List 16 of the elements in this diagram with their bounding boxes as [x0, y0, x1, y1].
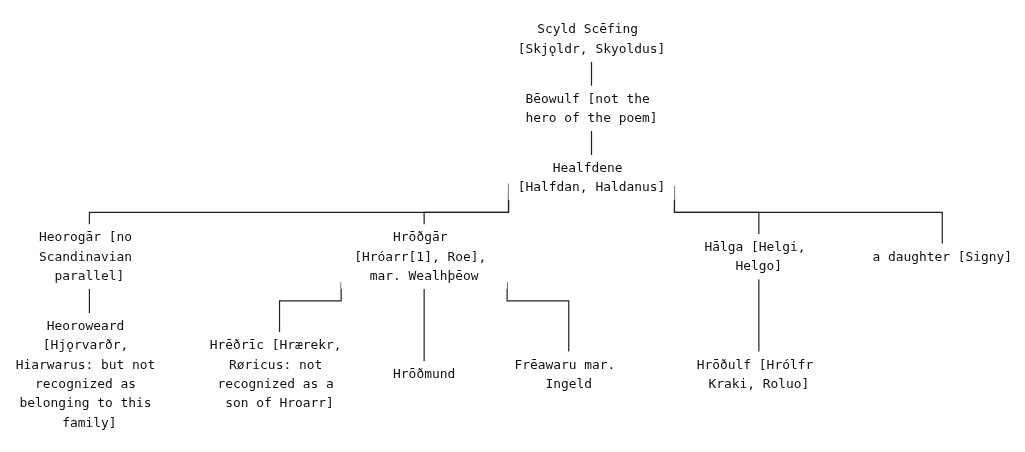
connector [423, 288, 425, 362]
node-text: Hrōðgār [Hróarr[1], Roe], mar. Wealhþēow [354, 229, 487, 284]
node-text: Hrōðmund [393, 366, 456, 382]
connector [758, 278, 760, 353]
node-text: a daughter [Signy] [872, 248, 1013, 264]
node-text: Frēawaru mar. Ingeld [514, 356, 616, 392]
node-text: Hrēðrīc [Hrærekr, Røricus: not recognized as a son of Hroarr] [209, 337, 342, 411]
connector [590, 61, 593, 87]
node-text: Heorogār [no Scandinavian parallel] [38, 229, 133, 284]
connector [590, 130, 593, 156]
node-text: Scyld Scēfing [Skjǫldr, Skyoldus] [517, 21, 666, 57]
connector [88, 288, 90, 314]
node-text: Heoroweard [Hjǫrvarðr, Hiarwarus: but not recognized as belonging to this family] [15, 317, 156, 430]
node-text: Bēowulf [not the hero of the poem] [525, 90, 658, 126]
node-text: Hrōðulf [Hrólfr Kraki, Roluo] [696, 356, 814, 392]
node-text: Hālga [Helgi, Helgo] [704, 238, 806, 274]
